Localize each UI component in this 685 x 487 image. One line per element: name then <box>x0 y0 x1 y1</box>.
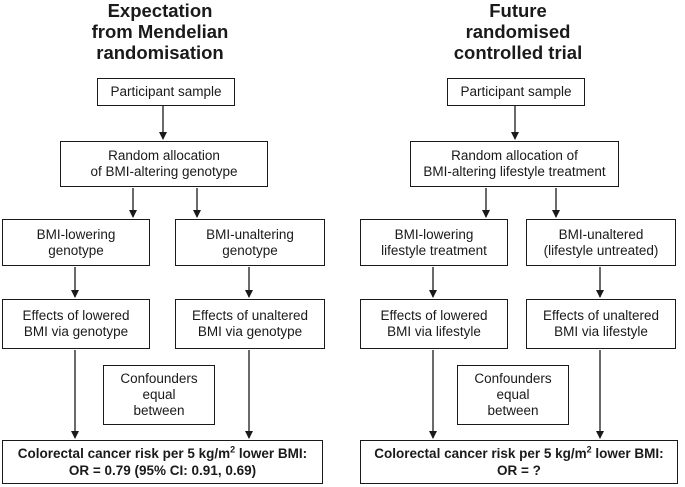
right-result-line2: OR = ? <box>497 463 541 478</box>
left-result-box: Colorectal cancer risk per 5 kg/m2 lower… <box>2 440 323 484</box>
left-sample-box: Participant sample <box>97 78 235 106</box>
right-result-line1: Colorectal cancer risk per 5 kg/m2 lower… <box>374 444 664 461</box>
right-panel-title: Future randomised controlled trial <box>453 0 583 63</box>
right-effect-b-box: Effects of unaltered BMI via lifestyle <box>526 299 676 349</box>
left-effect-b-box: Effects of unaltered BMI via genotype <box>175 299 325 349</box>
right-result-box: Colorectal cancer risk per 5 kg/m2 lower… <box>360 440 678 484</box>
right-group-a-box: BMI-lowering lifestyle treatment <box>360 219 508 266</box>
right-allocation-box: Random allocation of BMI-altering lifest… <box>410 141 619 187</box>
left-result-line2: OR = 0.79 (95% CI: 0.91, 0.69) <box>68 463 257 478</box>
right-confounders-box: Confounders equal between <box>457 365 569 425</box>
left-panel-title: Expectation from Mendelian randomisation <box>91 0 229 63</box>
left-group-a-box: BMI-lowering genotype <box>2 219 150 266</box>
right-sample-box: Participant sample <box>447 78 585 106</box>
right-group-b-box: BMI-unaltered (lifestyle untreated) <box>526 219 676 266</box>
right-effect-a-box: Effects of lowered BMI via lifestyle <box>360 299 508 349</box>
left-result-line1: Colorectal cancer risk per 5 kg/m2 lower… <box>17 444 308 461</box>
left-allocation-box: Random allocation of BMI-altering genoty… <box>60 141 268 187</box>
left-confounders-box: Confounders equal between <box>103 365 215 425</box>
left-group-b-box: BMI-unaltering genotype <box>175 219 325 266</box>
left-effect-a-box: Effects of lowered BMI via genotype <box>2 299 150 349</box>
